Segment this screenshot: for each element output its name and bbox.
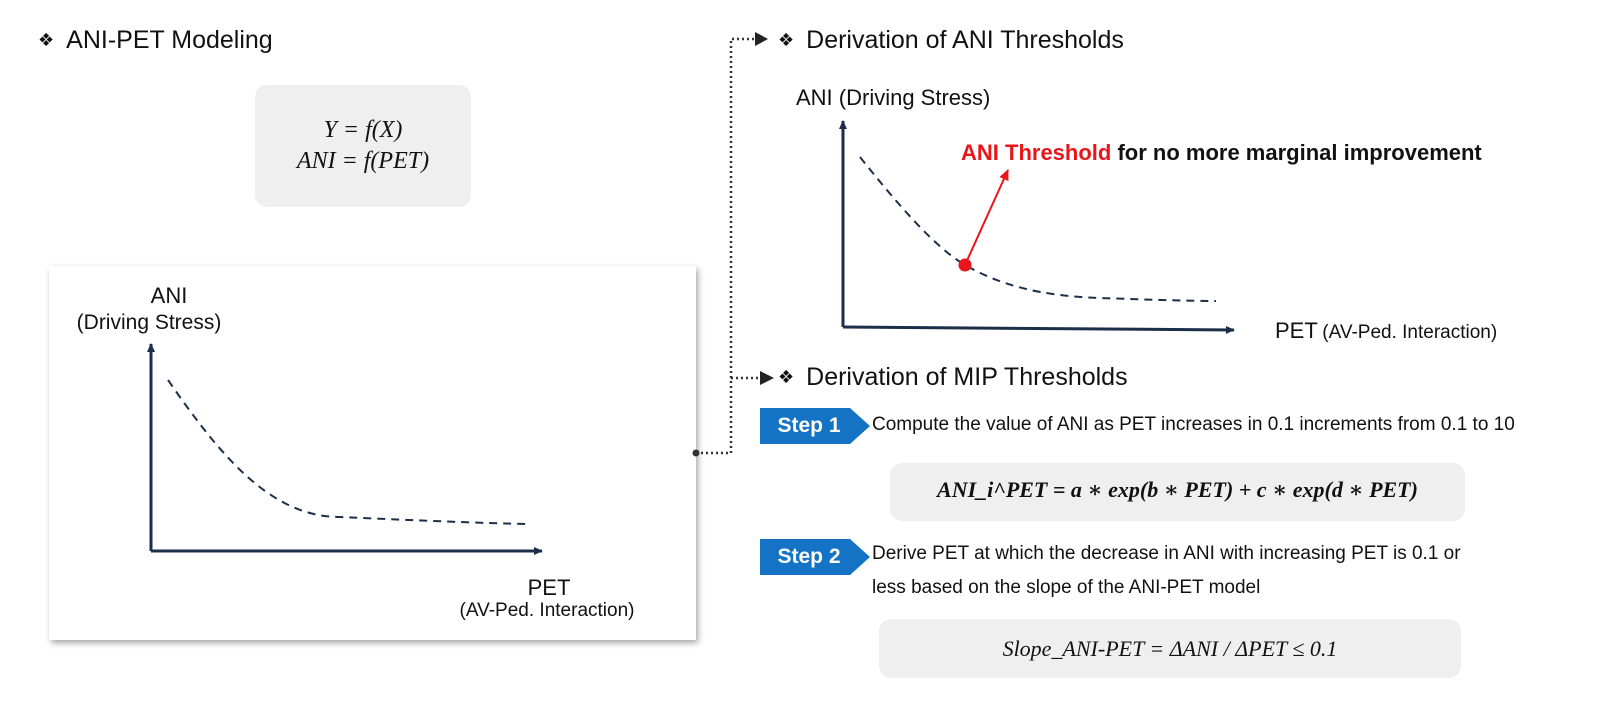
diamond-bullet-icon: ❖ (778, 367, 795, 388)
connector-arrowhead-lower-icon (760, 371, 774, 385)
left-plot-decay-curve (167, 379, 527, 525)
exp-formula-box: ANI_i^PET = a ∗ exp(b ∗ PET) + c ∗ exp(d… (890, 463, 1465, 521)
exp-formula: ANI_i^PET = a ∗ exp(b ∗ PET) + c ∗ exp(d… (937, 477, 1418, 502)
diamond-bullet-icon: ❖ (38, 30, 55, 51)
connector-upper (696, 37, 760, 455)
step1-text: Compute the value of ANI as PET increase… (872, 414, 1515, 435)
threshold-annotation: ANI Threshold for no more marginal impro… (961, 140, 1482, 166)
diamond-bullet-icon: ❖ (778, 30, 795, 51)
step2-text-line2: less based on the slope of the ANI-PET m… (872, 577, 1261, 598)
step2-badge: Step 2 (777, 545, 841, 568)
ani-threshold-heading-text: Derivation of ANI Thresholds (806, 26, 1124, 54)
step2-chevron-shape (760, 539, 870, 575)
right-plot-xlabel-sub: (AV-Ped. Interaction) (1322, 322, 1498, 343)
threshold-annotation-black: for no more marginal improvement (1117, 140, 1482, 165)
right-plot-x-axis (842, 325, 1235, 334)
left-plot-xlabel-line1: PET (527, 575, 571, 600)
right-plot-decay-curve (859, 156, 1217, 302)
model-formula-box: Y = f(X) ANI = f(PET) (255, 85, 471, 207)
right-plot-xlabel-main: PET (1275, 318, 1318, 343)
connector-origin-dot (692, 449, 700, 457)
left-plot-ylabel-line2: (Driving Stress) (76, 311, 222, 334)
left-plot-xlabel-line2: (AV-Ped. Interaction) (459, 600, 635, 621)
left-section-heading: ❖ ANI-PET Modeling (38, 26, 273, 55)
left-heading-text: ANI-PET Modeling (66, 26, 273, 54)
formula-line-2: ANI = f(PET) (296, 148, 430, 174)
step2-text-line1: Derive PET at which the decrease in ANI … (872, 543, 1461, 564)
right-plot-ylabel: ANI (Driving Stress) (796, 85, 991, 110)
right-plot-xlabel: PET (AV-Ped. Interaction) (1275, 318, 1497, 344)
step1-badge: Step 1 (777, 414, 841, 437)
mip-threshold-heading: ❖ Derivation of MIP Thresholds (778, 363, 1128, 392)
formula-line-1: Y = f(X) (323, 117, 403, 143)
slope-formula-box: Slope_ANI-PET = ΔANI / ΔPET ≤ 0.1 (879, 619, 1461, 678)
threshold-annotation-red: ANI Threshold (961, 140, 1112, 165)
slope-formula: Slope_ANI-PET = ΔANI / ΔPET ≤ 0.1 (1002, 636, 1338, 661)
mip-threshold-heading-text: Derivation of MIP Thresholds (806, 363, 1128, 391)
threshold-pointer-arrow (964, 169, 1009, 266)
ani-threshold-point (958, 258, 972, 272)
ani-pet-plot-card: ANI (Driving Stress) PET (AV-Ped. Intera… (49, 266, 696, 640)
ani-threshold-heading: ❖ Derivation of ANI Thresholds (778, 26, 1124, 55)
step1-chevron-shape (760, 408, 870, 444)
left-plot-ylabel-line1: ANI (150, 283, 188, 308)
connector-arrowhead-upper-icon (755, 32, 768, 46)
